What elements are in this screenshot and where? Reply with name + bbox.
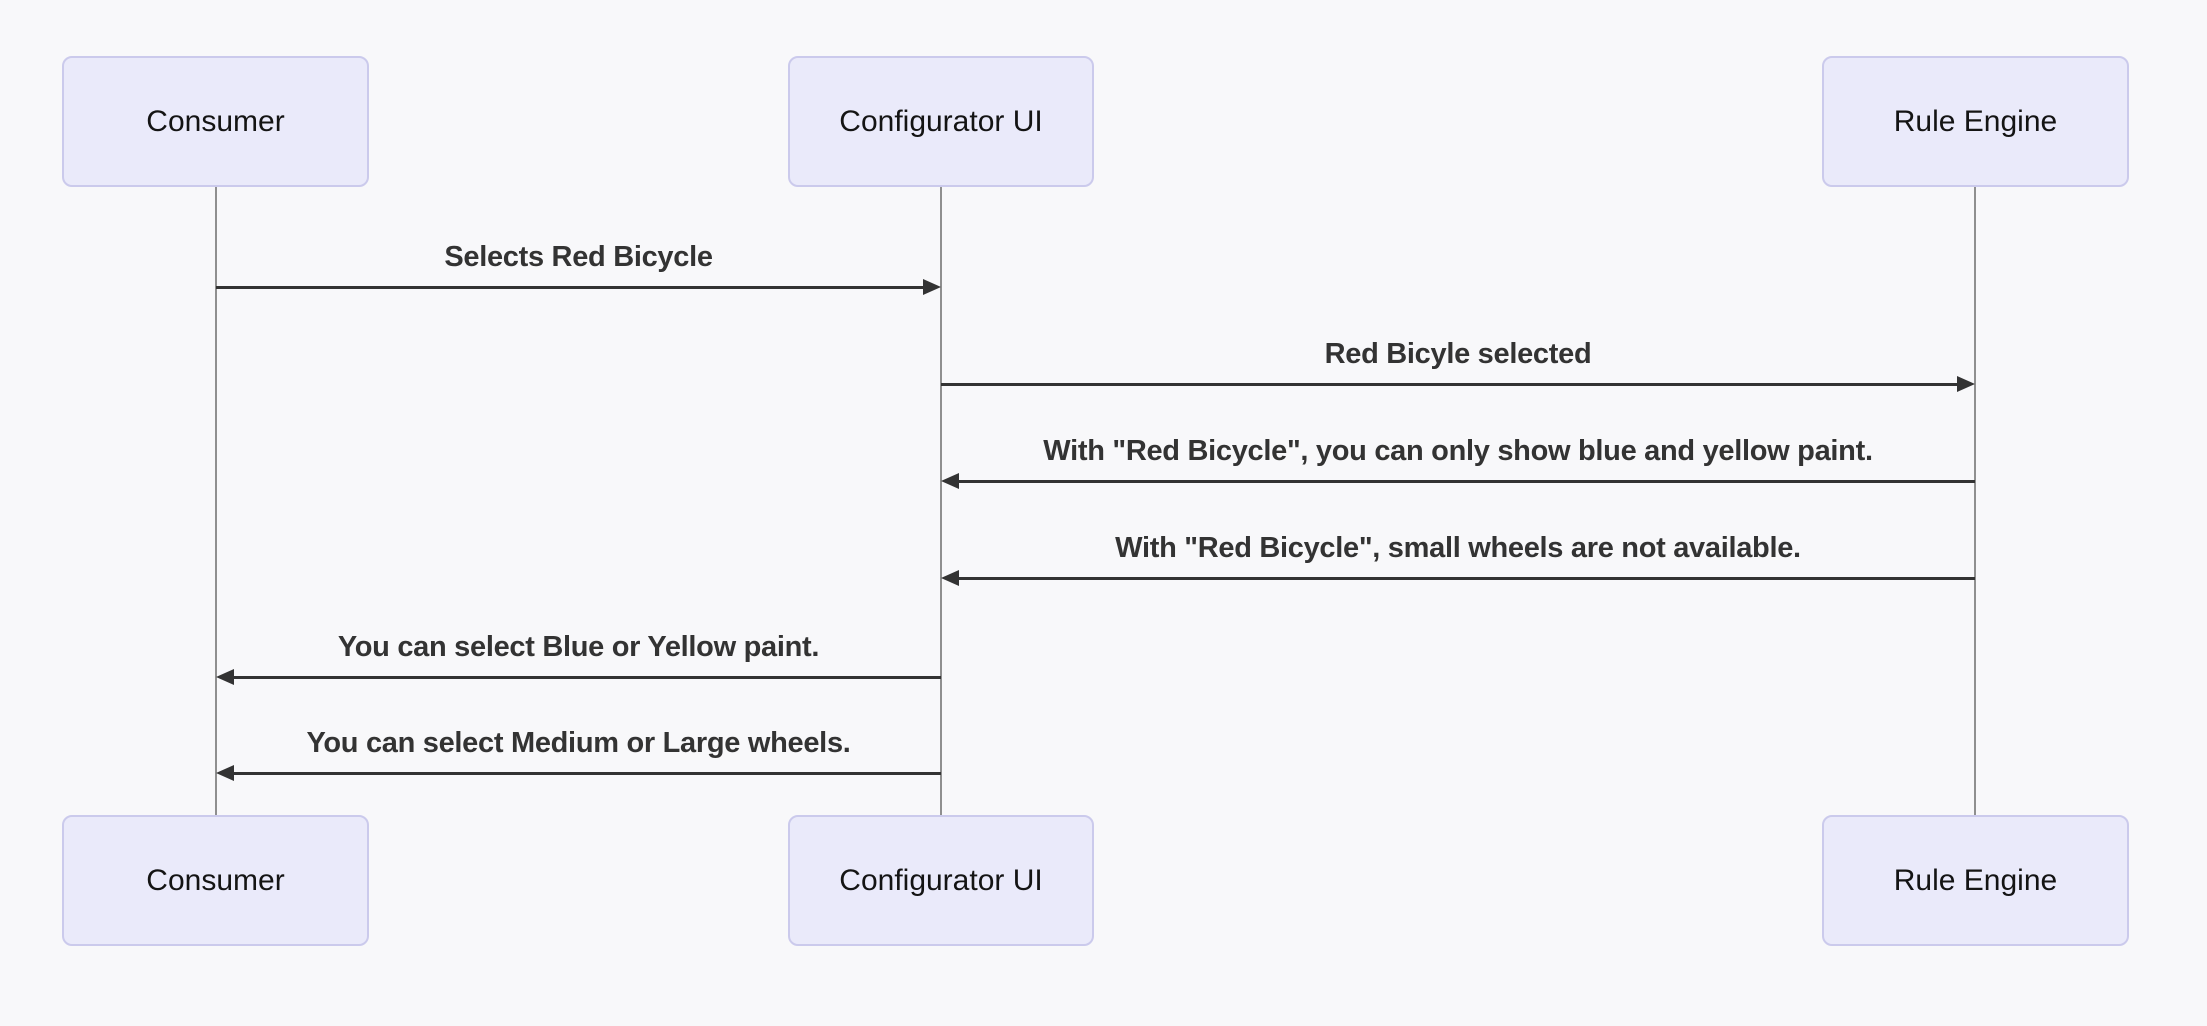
- message-6-label: You can select Medium or Large wheels.: [306, 727, 851, 759]
- message-4-label: With "Red Bicycle", small wheels are not…: [1115, 532, 1801, 564]
- actor-configurator-ui-top: Configurator UI: [788, 56, 1094, 187]
- actor-consumer-label: Consumer: [146, 863, 285, 897]
- message-5-line: [230, 676, 941, 679]
- actor-consumer-bottom: Consumer: [62, 815, 369, 946]
- message-1-line: [216, 286, 927, 289]
- actor-rule-engine-bottom: Rule Engine: [1822, 815, 2129, 946]
- arrowhead-left-icon: [216, 669, 234, 685]
- lifeline-configurator-ui: [940, 187, 942, 815]
- arrowhead-right-icon: [1957, 376, 1975, 392]
- arrowhead-left-icon: [216, 765, 234, 781]
- message-2-line: [941, 383, 1961, 386]
- actor-consumer-top: Consumer: [62, 56, 369, 187]
- actor-configurator-ui-bottom: Configurator UI: [788, 815, 1094, 946]
- actor-configurator-ui-label: Configurator UI: [839, 104, 1043, 138]
- message-3-line: [955, 480, 1975, 483]
- message-3-label: With "Red Bicycle", you can only show bl…: [1043, 435, 1873, 467]
- message-1-label: Selects Red Bicycle: [444, 241, 713, 273]
- message-6-line: [230, 772, 941, 775]
- arrowhead-left-icon: [941, 473, 959, 489]
- actor-rule-engine-label: Rule Engine: [1893, 863, 2058, 897]
- actor-rule-engine-top: Rule Engine: [1822, 56, 2129, 187]
- actor-consumer-label: Consumer: [146, 104, 285, 138]
- lifeline-rule-engine: [1974, 187, 1976, 815]
- message-2-label: Red Bicyle selected: [1324, 338, 1592, 370]
- lifeline-consumer: [215, 187, 217, 815]
- arrowhead-left-icon: [941, 570, 959, 586]
- actor-configurator-ui-label: Configurator UI: [839, 863, 1043, 897]
- actor-rule-engine-label: Rule Engine: [1893, 104, 2058, 138]
- message-5-label: You can select Blue or Yellow paint.: [337, 631, 820, 663]
- message-4-line: [955, 577, 1975, 580]
- arrowhead-right-icon: [923, 279, 941, 295]
